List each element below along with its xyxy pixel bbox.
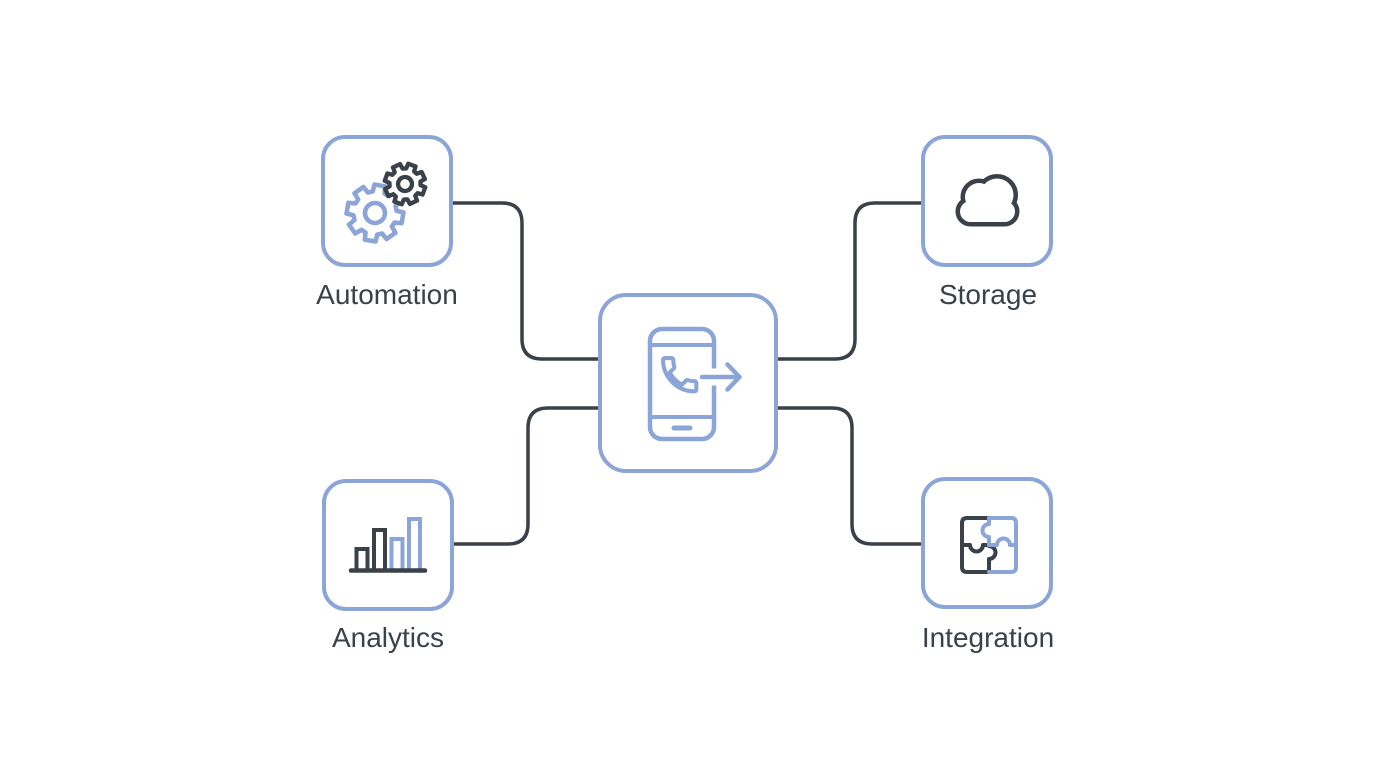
gears-icon bbox=[341, 155, 433, 247]
node-storage-label: Storage bbox=[938, 279, 1038, 310]
node-analytics-box bbox=[322, 479, 454, 611]
node-automation-label: Automation bbox=[316, 279, 458, 310]
bar-chart-icon bbox=[348, 517, 428, 573]
connector-automation-center bbox=[451, 201, 602, 361]
node-automation-box bbox=[321, 135, 453, 267]
connector-analytics-center bbox=[452, 406, 602, 546]
puzzle-icon bbox=[960, 516, 1018, 574]
node-analytics-label: Analytics bbox=[331, 622, 445, 653]
cloud-icon bbox=[955, 174, 1020, 227]
node-integration-box bbox=[921, 477, 1053, 609]
connector-center-storage bbox=[774, 201, 923, 361]
connector-center-integration bbox=[774, 406, 923, 546]
node-storage-box bbox=[921, 135, 1053, 267]
node-center-box bbox=[598, 293, 778, 473]
phone-forward-icon bbox=[647, 326, 746, 442]
phone-handset-glyph bbox=[661, 356, 699, 394]
node-integration-label: Integration bbox=[921, 622, 1055, 653]
forward-arrow-glyph bbox=[699, 362, 742, 392]
